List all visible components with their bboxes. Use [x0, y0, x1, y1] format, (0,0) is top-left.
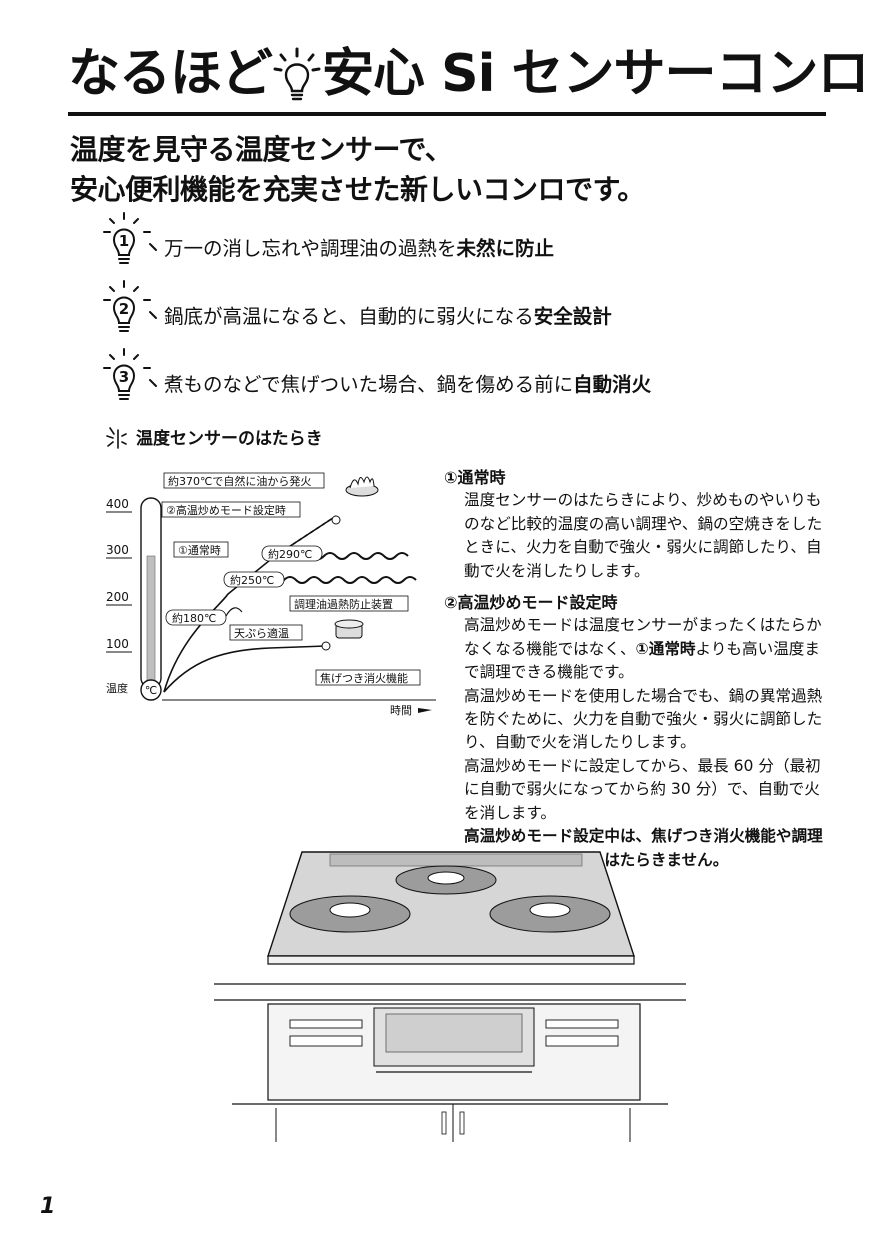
label-scorch: 焦げつき消火機能 — [320, 671, 408, 685]
sparkle-icon — [106, 427, 127, 449]
svg-text:2: 2 — [119, 300, 129, 318]
label-250: 約250℃ — [230, 573, 274, 587]
svg-text:3: 3 — [119, 368, 129, 386]
label-high-mode: ②高温炒めモード設定時 — [166, 503, 286, 517]
y-tick-300: 300 — [106, 543, 129, 557]
section-heading: 温度センサーのはたらき — [104, 424, 323, 452]
lead-line-2: 安心便利機能を充実させた新しいコンロです。 — [70, 173, 645, 206]
oil-pan-icon — [225, 607, 243, 617]
label-tempura: 天ぷら適温 — [234, 626, 289, 640]
svg-text:1: 1 — [119, 232, 129, 250]
high-body-1: 高温炒めモードは温度センサーがまったくはたらかなくなる機能ではなく、①通常時より… — [464, 616, 822, 682]
numbered-bulb-icon: 2 — [103, 280, 157, 332]
flaming-pan-icon — [345, 476, 379, 497]
feature-item-1: 1 万一の消し忘れや調理油の過熱を未然に防止 — [100, 210, 820, 280]
feature-text-1: 万一の消し忘れや調理油の過熱を未然に防止 — [164, 237, 555, 260]
feature-item-3: 3 煮ものなどで焦げついた場合、鍋を傷める前に自動消火 — [100, 346, 820, 416]
numbered-bulb-icon: 1 — [103, 212, 157, 264]
feature-text-2: 鍋底が高温になると、自動的に弱火になる安全設計 — [164, 305, 612, 328]
temperature-graph: 400 300 200 100 温度 ℃ 時間 約370℃で自然に油から発火 ②… — [106, 472, 436, 717]
label-180: 約180℃ — [172, 611, 216, 625]
label-oil-overheat: 調理油過熱防止装置 — [294, 597, 393, 611]
lead-text: 温度を見守る温度センサーで、 安心便利機能を充実させた新しいコンロです。 — [70, 130, 830, 210]
y-axis-label: 温度 — [106, 681, 128, 695]
title-part1: なるほど — [68, 44, 273, 104]
stove-illustration — [214, 851, 686, 1142]
label-ignite: 約370℃で自然に油から発火 — [168, 474, 311, 488]
page-number: 1 — [40, 1194, 56, 1219]
normal-heading: ①通常時 — [444, 468, 506, 487]
feature-item-2: 2 鍋底が高温になると、自動的に弱火になる安全設計 — [100, 278, 820, 348]
description: ①通常時 温度センサーのはたらきにより、炒めものやいりものなど比較的温度の高い調… — [444, 466, 834, 872]
high-body-3: 高温炒めモードに設定してから、最長 60 分（最初に自動で弱火になってから約 3… — [464, 756, 821, 822]
y-tick-100: 100 — [106, 637, 129, 651]
high-heading: ②高温炒めモード設定時 — [444, 593, 618, 613]
page-title: なるほど 安心 Si センサーコンロ — [68, 38, 870, 110]
thermometer-icon — [140, 497, 162, 701]
feature-text-3: 煮ものなどで焦げついた場合、鍋を傷める前に自動消火 — [164, 373, 652, 396]
title-underline — [68, 112, 826, 116]
pot-icon — [334, 619, 364, 639]
lightbulb-icon — [272, 47, 322, 107]
high-body-2: 高温炒めモードを使用した場合でも、鍋の異常過熱を防ぐために、火力を自動で強火・弱… — [464, 686, 823, 752]
numbered-bulb-icon: 3 — [103, 348, 157, 400]
y-tick-400: 400 — [106, 497, 129, 511]
lead-line-1: 温度を見守る温度センサーで、 — [70, 133, 453, 166]
normal-body: 温度センサーのはたらきにより、炒めものやいりものなど比較的温度の高い調理や、鍋の… — [464, 491, 823, 580]
title-part2: 安心 Si センサーコンロ — [322, 44, 869, 104]
unit-label: ℃ — [145, 684, 157, 697]
x-axis-label: 時間 — [390, 704, 412, 717]
label-290: 約290℃ — [268, 547, 312, 561]
label-normal: ①通常時 — [178, 544, 221, 557]
section-heading-text: 温度センサーのはたらき — [136, 429, 323, 449]
y-tick-200: 200 — [106, 590, 129, 604]
